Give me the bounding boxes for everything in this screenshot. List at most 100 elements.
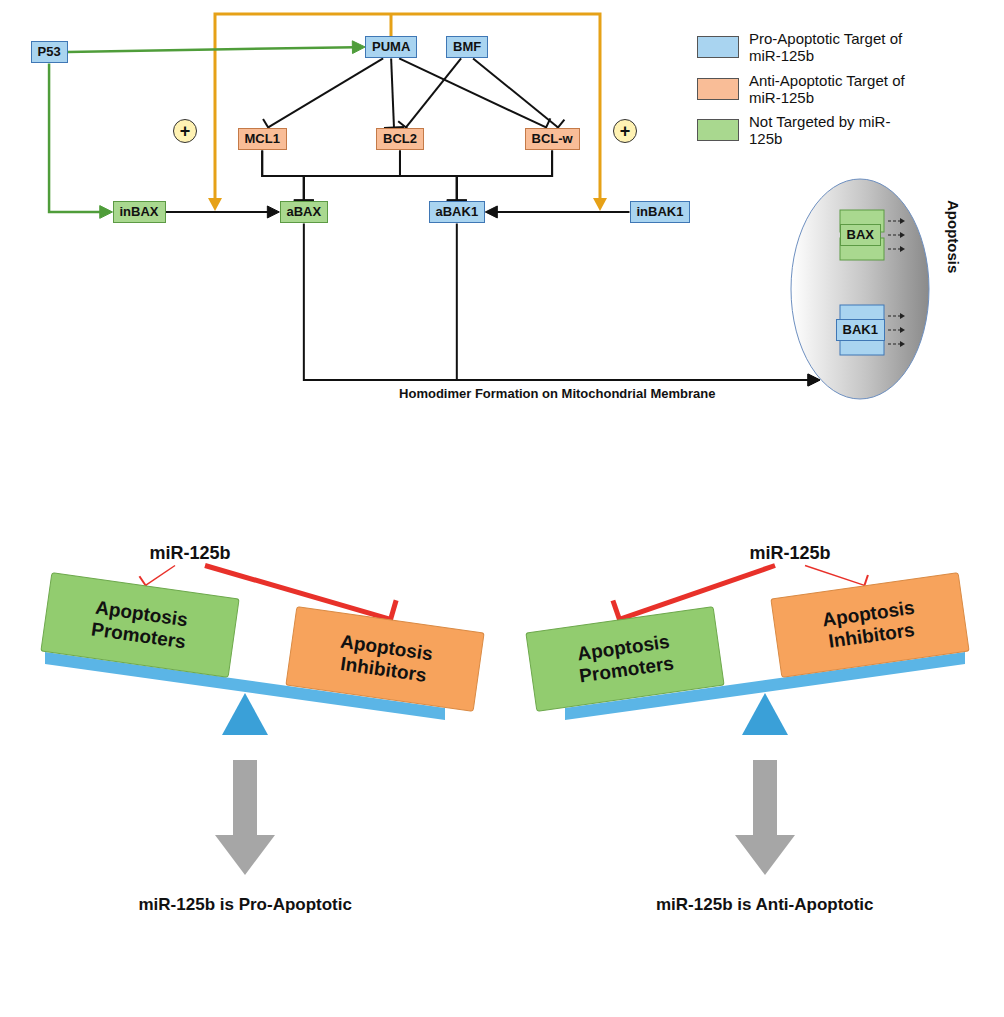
node-text: miR-125b	[750, 543, 831, 564]
connector-line	[457, 223, 811, 380]
arrowhead	[593, 198, 607, 211]
connector-line	[406, 58, 461, 127]
outcome-label: Apoptosis	[945, 200, 962, 273]
connector	[457, 223, 820, 386]
connector-line	[304, 223, 810, 380]
target-box: BMF	[446, 36, 488, 59]
pore-arrow	[888, 234, 900, 235]
connector-line	[805, 566, 864, 586]
activation-sign: +	[613, 119, 637, 143]
balance-box: Apoptosis Promoters	[40, 572, 239, 678]
membrane-ellipse	[791, 179, 929, 399]
connector-line	[146, 566, 175, 586]
connector-line	[391, 58, 394, 127]
node-text: Apoptosis Inhibitors	[784, 592, 956, 659]
arrowhead	[100, 206, 113, 219]
node-text: Apoptosis Promoters	[539, 626, 711, 693]
balance-box: Apoptosis Inhibitors	[770, 572, 969, 678]
node-text: PUMA	[372, 40, 410, 55]
node-text: +	[180, 122, 191, 140]
connector-line	[166, 211, 270, 213]
target-box: BCL2	[376, 128, 424, 151]
connector	[166, 206, 280, 218]
target-box: inBAK1	[630, 201, 691, 224]
activation-sign: +	[173, 119, 197, 143]
legend-text: Anti-Apoptotic Target of miR-125b	[749, 72, 909, 107]
node-text: miR-125b	[150, 543, 231, 564]
arrowhead	[900, 218, 905, 224]
node-text: Apoptosis Inhibitors	[299, 626, 471, 693]
mirna-label: miR-125b	[747, 541, 834, 566]
arrowhead	[900, 232, 905, 238]
connector	[399, 58, 550, 136]
balance-box: Apoptosis Promoters	[525, 606, 724, 712]
mitochondrion: ApoptosisBAXBAK1	[790, 178, 930, 400]
node-text: inBAK1	[637, 205, 684, 220]
block-arrow	[215, 760, 275, 875]
connector-line	[68, 47, 355, 52]
connector	[294, 150, 552, 200]
node-text: BCL-w	[532, 132, 573, 147]
target-box: P53	[31, 41, 68, 64]
pore-arrow	[888, 315, 900, 316]
arrowhead	[900, 246, 905, 252]
connector	[263, 58, 383, 136]
seesaw-fulcrum	[222, 693, 268, 735]
edge-label: Homodimer Formation on Mitochondrial Mem…	[396, 386, 718, 401]
arrowhead	[900, 327, 905, 333]
connector	[304, 223, 820, 386]
target-box: PUMA	[365, 36, 417, 59]
connector	[485, 206, 629, 218]
connector-line	[49, 63, 102, 212]
node-text: BAK1	[843, 323, 878, 338]
target-box: MCL1	[238, 128, 287, 151]
mitochondrion-shape	[790, 178, 930, 400]
legend: Pro-Apoptotic Target of miR-125bAnti-Apo…	[697, 30, 909, 155]
node-text: MCL1	[245, 132, 280, 147]
connector	[473, 58, 564, 135]
legend-text: Not Targeted by miR-125b	[749, 113, 909, 148]
node-text: P53	[38, 45, 61, 60]
protein-box: aBAX	[280, 201, 329, 224]
node-text: BMF	[453, 40, 481, 55]
node-text: aBAX	[287, 205, 322, 220]
connector	[68, 41, 366, 54]
target-box: BAK1	[836, 319, 885, 342]
connector-line	[473, 58, 558, 127]
arrowhead	[900, 313, 905, 319]
node-text: inBAX	[120, 205, 159, 220]
connector	[447, 150, 552, 200]
legend-swatch	[697, 36, 739, 58]
conclusion-label: miR-125b is Pro-Apoptotic	[139, 895, 352, 915]
connector	[384, 58, 404, 127]
legend-text: Pro-Apoptotic Target of miR-125b	[749, 30, 909, 65]
target-box: aBAK1	[429, 201, 486, 224]
activation-wire	[215, 14, 600, 207]
node-text: BCL2	[383, 132, 417, 147]
node-text: +	[620, 122, 631, 140]
connector-line	[495, 211, 630, 213]
seesaw-fulcrum	[742, 693, 788, 735]
pore-arrow	[888, 343, 900, 344]
connector-line	[399, 58, 546, 127]
pore-arrow	[888, 248, 900, 249]
arrowhead	[900, 341, 905, 347]
connector	[398, 58, 461, 133]
conclusion-label: miR-125b is Anti-Apoptotic	[656, 895, 874, 915]
node-text: aBAK1	[436, 205, 479, 220]
legend-swatch	[697, 119, 739, 141]
protein-box: BAX	[840, 224, 881, 247]
connector-line	[457, 150, 552, 200]
protein-box: inBAX	[113, 201, 166, 224]
target-box: BCL-w	[525, 128, 580, 151]
block-arrow	[735, 760, 795, 875]
pore-arrow	[888, 329, 900, 330]
legend-row: Pro-Apoptotic Target of miR-125b	[697, 30, 909, 65]
pore-arrow	[888, 220, 900, 221]
arrowhead	[267, 206, 279, 218]
legend-swatch	[697, 78, 739, 100]
connector-line	[268, 58, 383, 127]
